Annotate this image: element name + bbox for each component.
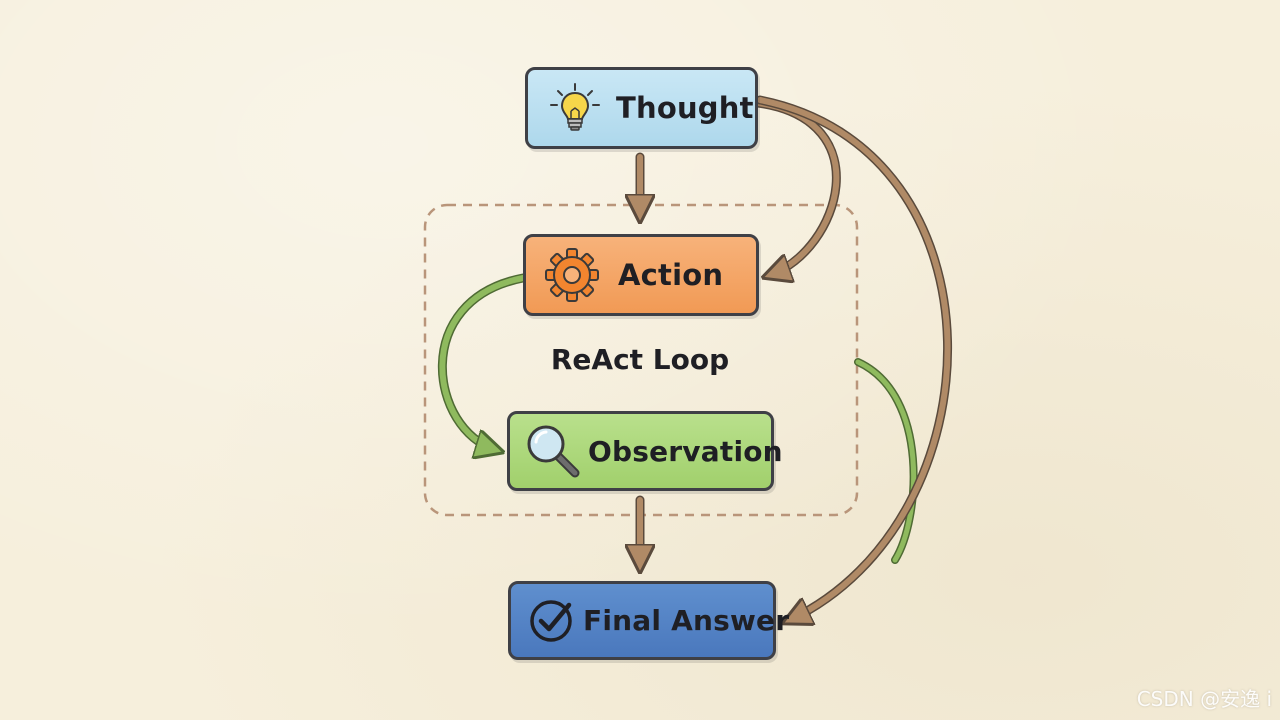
observation-node: Observation bbox=[507, 411, 783, 491]
action-label: Action bbox=[618, 258, 724, 292]
watermark-text: CSDN @安逸 i bbox=[1136, 687, 1272, 711]
observation-label: Observation bbox=[588, 434, 783, 468]
arrow-thought-to-final bbox=[755, 95, 952, 620]
magnifier-icon bbox=[524, 422, 582, 480]
arrow-thought-to-action-curved bbox=[753, 98, 841, 275]
thought-node: Thought bbox=[525, 67, 758, 149]
lightbulb-icon bbox=[548, 81, 602, 135]
arrow-action-to-observation bbox=[437, 273, 528, 450]
arrow-loop-to-final bbox=[854, 358, 918, 564]
thought-label: Thought bbox=[616, 91, 754, 125]
final-answer-label: Final Answer bbox=[583, 604, 790, 637]
checkmark-icon bbox=[527, 597, 575, 645]
react-loop-label: ReAct Loop bbox=[550, 343, 730, 376]
gear-icon bbox=[544, 247, 600, 303]
action-node: Action bbox=[523, 234, 759, 316]
final-answer-node: Final Answer bbox=[508, 581, 789, 660]
